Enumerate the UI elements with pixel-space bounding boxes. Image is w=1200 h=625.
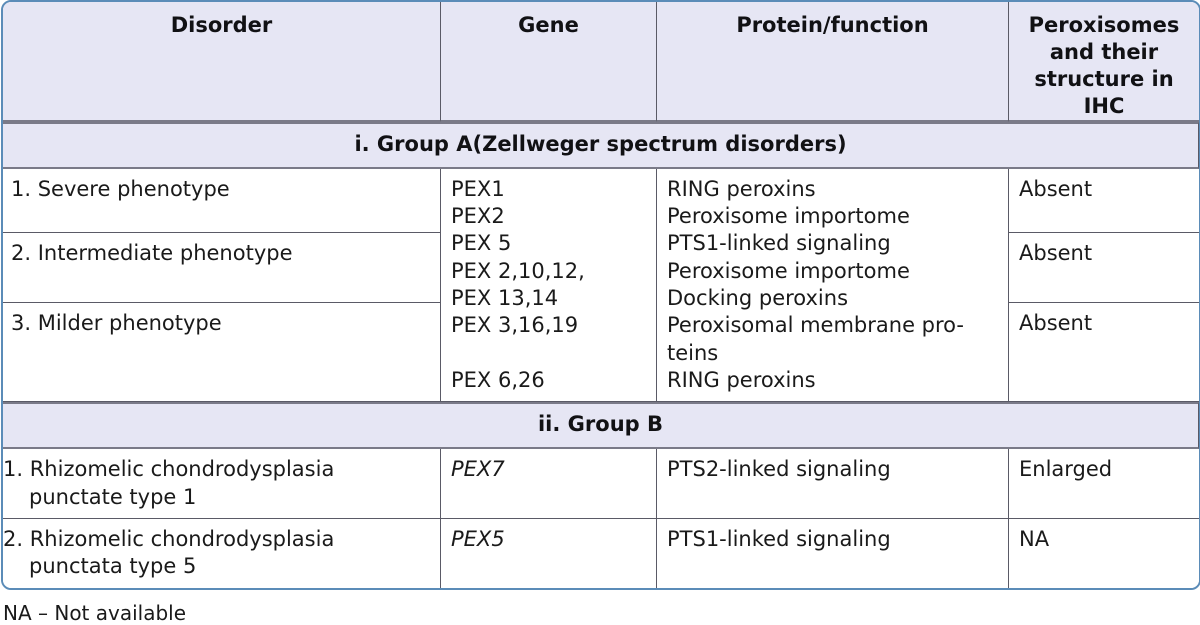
- cell-ihc-rcdp-type-1: Enlarged: [1009, 449, 1199, 520]
- cell-protein-rcdp-type-5: PTS1-linked signaling: [657, 519, 1009, 588]
- column-header-gene: Gene: [441, 2, 657, 122]
- table-row: 3. Milder phenotype Absent: [3, 303, 1199, 403]
- cell-protein-rcdp-type-1: PTS2-linked signaling: [657, 449, 1009, 520]
- group-label-b: ii. Group B: [3, 402, 1199, 450]
- column-header-peroxisomes-ihc: Peroxisomes and their structure in IHC: [1009, 2, 1199, 122]
- cell-disorder-rcdp-type-1: 1. Rhizomelic chondrodysplasia punctate …: [3, 449, 441, 520]
- table-row: 1. Rhizomelic chondrodysplasia punctate …: [3, 449, 1199, 520]
- table-row: 2. Rhizomelic chondrodysplasia punctata …: [3, 519, 1199, 588]
- cell-protein-group-a: RING peroxins Peroxisome importome PTS1-…: [657, 168, 1009, 403]
- group-header-row-a: i. Group A(Zellweger spectrum disorders): [3, 121, 1199, 169]
- cell-ihc-rcdp-type-5: NA: [1009, 519, 1199, 588]
- cell-ihc-intermediate-phenotype: Absent: [1009, 232, 1199, 304]
- cell-gene-group-a: PEX1 PEX2 PEX 5 PEX 2,10,12, PEX 13,14 P…: [441, 168, 657, 403]
- cell-ihc-severe-phenotype: Absent: [1009, 168, 1199, 233]
- cell-disorder-severe-phenotype: 1. Severe phenotype: [3, 168, 441, 233]
- table-footnote: NA – Not available: [3, 600, 187, 625]
- cell-disorder-rcdp-type-5: 2. Rhizomelic chondrodysplasia punctata …: [3, 519, 441, 588]
- table-body: i. Group A(Zellweger spectrum disorders)…: [3, 121, 1199, 588]
- group-header-row-b: ii. Group B: [3, 402, 1199, 450]
- table-header-row: Disorder Gene Protein/function Peroxisom…: [3, 2, 1199, 122]
- table-head: Disorder Gene Protein/function Peroxisom…: [3, 2, 1199, 122]
- cell-gene-rcdp-type-1: PEX7: [441, 449, 657, 520]
- cell-ihc-milder-phenotype: Absent: [1009, 303, 1199, 403]
- column-header-protein-function: Protein/function: [657, 2, 1009, 122]
- cell-gene-rcdp-type-5: PEX5: [441, 519, 657, 588]
- group-label-a: i. Group A(Zellweger spectrum disorders): [3, 121, 1199, 169]
- column-header-disorder: Disorder: [3, 2, 441, 122]
- cell-disorder-milder-phenotype: 3. Milder phenotype: [3, 303, 441, 403]
- table-row: 1. Severe phenotype PEX1 PEX2 PEX 5 PEX …: [3, 168, 1199, 403]
- table-row: 2. Intermediate phenotype Absent: [3, 232, 1199, 304]
- cell-disorder-intermediate-phenotype: 2. Intermediate phenotype: [3, 232, 441, 304]
- peroxisomal-disorders-table: Disorder Gene Protein/function Peroxisom…: [1, 0, 1200, 590]
